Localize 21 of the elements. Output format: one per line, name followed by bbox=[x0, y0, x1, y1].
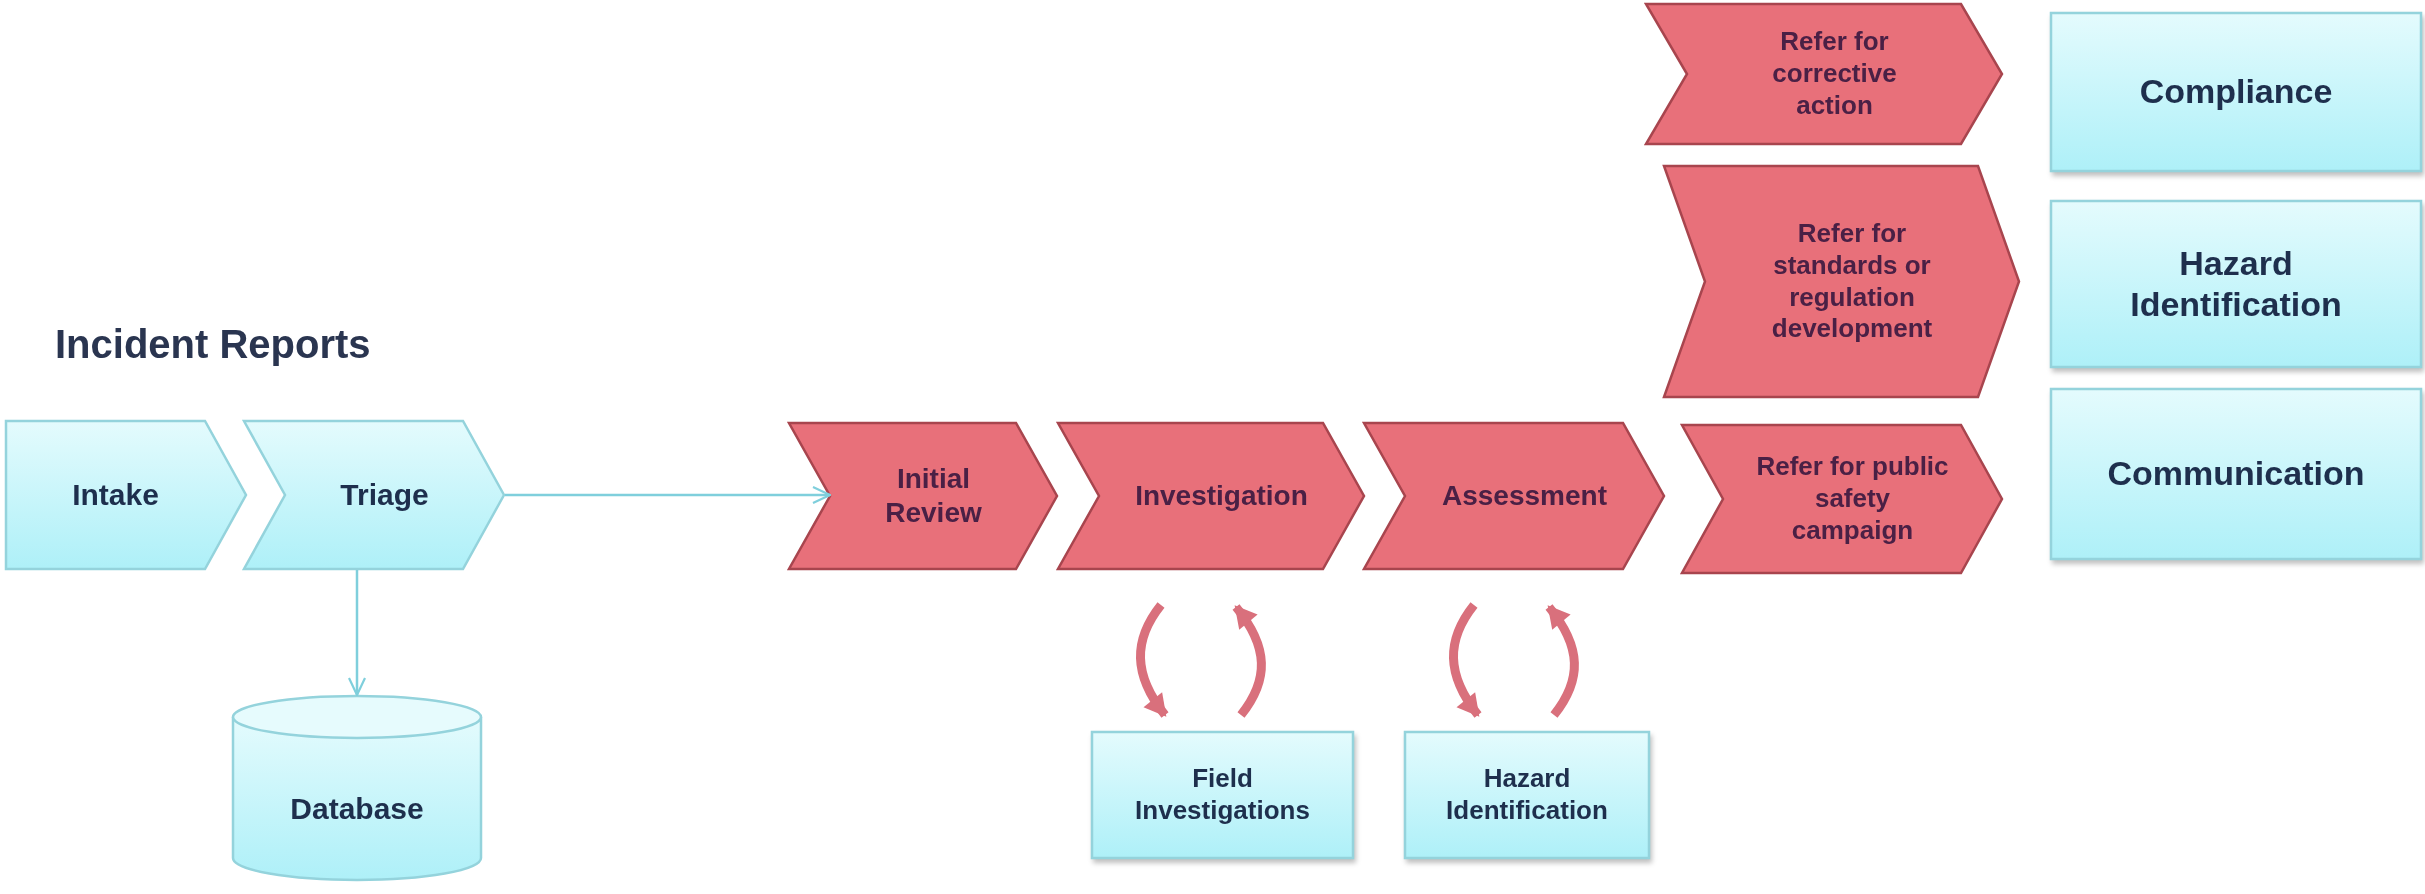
curved-arrow bbox=[1136, 602, 1169, 718]
node-label: Investigation bbox=[1135, 478, 1308, 513]
node-label: Refer for standards or regulation development bbox=[1770, 218, 1934, 345]
node-label: Initial Review bbox=[884, 461, 983, 530]
node-label: Communication bbox=[2107, 453, 2365, 495]
node-label: Intake bbox=[72, 476, 159, 513]
node-label: Hazard Identification bbox=[1445, 763, 1609, 827]
curved-arrow bbox=[1232, 604, 1266, 718]
node-label: Hazard Identification bbox=[2129, 242, 2343, 325]
curved-arrow bbox=[1449, 602, 1482, 718]
node-label: Triage bbox=[340, 476, 429, 513]
node-label: Refer for corrective action bbox=[1771, 26, 1898, 122]
arrow bbox=[347, 570, 367, 697]
curved-arrow bbox=[1545, 604, 1579, 718]
node-label: Refer for public safety campaign bbox=[1755, 451, 1950, 547]
node-label: Assessment bbox=[1442, 478, 1607, 513]
diagram-title: Incident Reports bbox=[55, 322, 371, 367]
node-label: Field Investigations bbox=[1134, 763, 1311, 827]
node-label: Database bbox=[290, 791, 424, 828]
node-label: Compliance bbox=[2139, 71, 2333, 113]
arrow bbox=[505, 485, 832, 505]
